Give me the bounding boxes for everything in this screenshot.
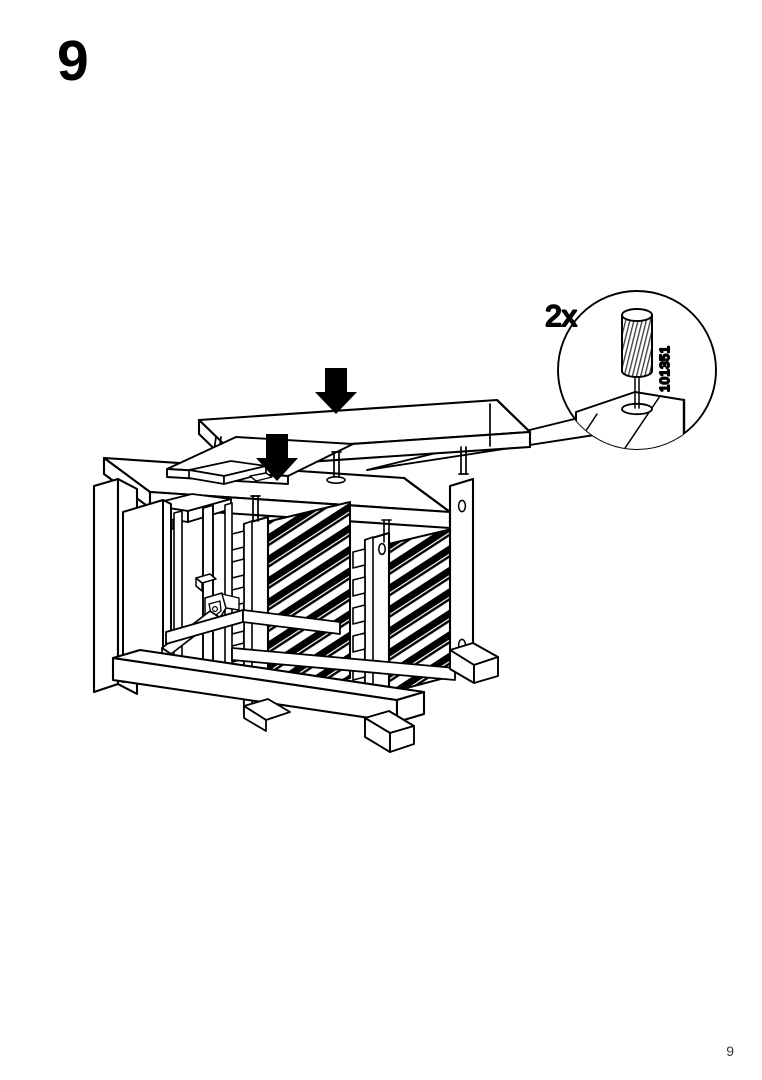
callout-dowel-body [621, 308, 653, 378]
rail-dowel-pin-front-right [381, 519, 392, 543]
post-right-hole-top [378, 542, 386, 556]
rail-dowel-pin-front-centre [326, 451, 346, 484]
step-number: 9 [57, 29, 89, 93]
left-side-panel [122, 499, 172, 683]
leg-rear-right [448, 477, 475, 660]
callout-rail-grain-b [614, 395, 661, 449]
inner-divider-mid [224, 502, 233, 675]
foot-centre-front [243, 698, 291, 732]
lower-interior-rail [165, 609, 341, 645]
bottom-rear-rail [231, 647, 456, 681]
callout-quantity-label: 2x [545, 300, 577, 333]
bottom-front-rail [111, 648, 426, 724]
rail-dowel-pin-rear-right [458, 446, 469, 475]
callout-dowel-shaft [634, 371, 640, 409]
callout-dowel-hole [621, 402, 653, 416]
assembly-arrow-lower [256, 434, 298, 481]
foot-right-front [364, 710, 415, 753]
post-centre-dowel-pin [250, 495, 261, 522]
top-left-cam-lock [249, 472, 273, 482]
foot-right-rear [449, 642, 499, 684]
page-number: 9 [726, 1043, 734, 1059]
leg-rear-right-hole-top [457, 499, 467, 513]
assembly-arrow-upper [315, 368, 357, 414]
callout-part-number: 101351 [657, 346, 672, 392]
